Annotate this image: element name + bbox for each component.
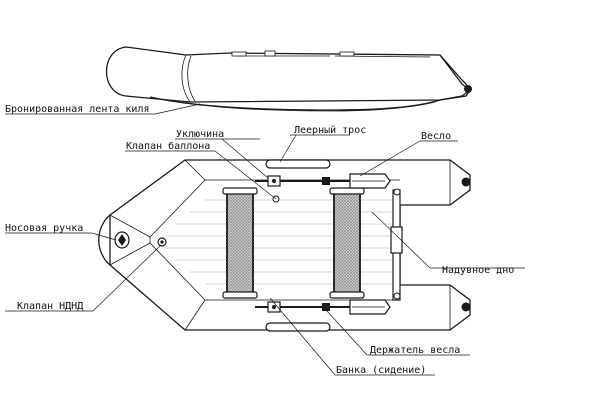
stern-cap-top-icon [461, 177, 471, 187]
label-bow-handle: Носовая ручка [5, 223, 83, 234]
label-rope: Леерный трос [294, 124, 366, 136]
label-nd-valve: Клапан НДНД [17, 301, 83, 312]
oar-holder-icon [322, 177, 330, 311]
oar-icon [255, 173, 391, 315]
floor-lines [165, 199, 400, 285]
label-tube-valve: Клапан баллона [126, 140, 210, 152]
side-hull-outline [105, 46, 472, 103]
rope-icon [265, 159, 331, 332]
bench-icon [222, 187, 365, 299]
label-oarlock: Уключина [176, 129, 224, 140]
inflatable-floor-icon [390, 188, 403, 301]
boat-top-view [98, 159, 471, 332]
label-bench: Банка (сидение) [336, 365, 426, 376]
label-oar: Весло [421, 131, 451, 142]
oarlock-icon [267, 175, 281, 313]
stern-cap-bottom-icon [461, 302, 471, 312]
side-bow-cone [181, 54, 191, 103]
label-oar-holder: Держатель весла [370, 345, 460, 356]
label-inflatable-floor: Надувное дно [442, 265, 514, 276]
label-keel-tape: Бронированная лента киля [5, 104, 150, 115]
side-stern-cap-icon [464, 85, 472, 93]
boat-side-view [105, 46, 472, 112]
leader-lines [5, 103, 525, 376]
bow-nose [98, 214, 111, 266]
